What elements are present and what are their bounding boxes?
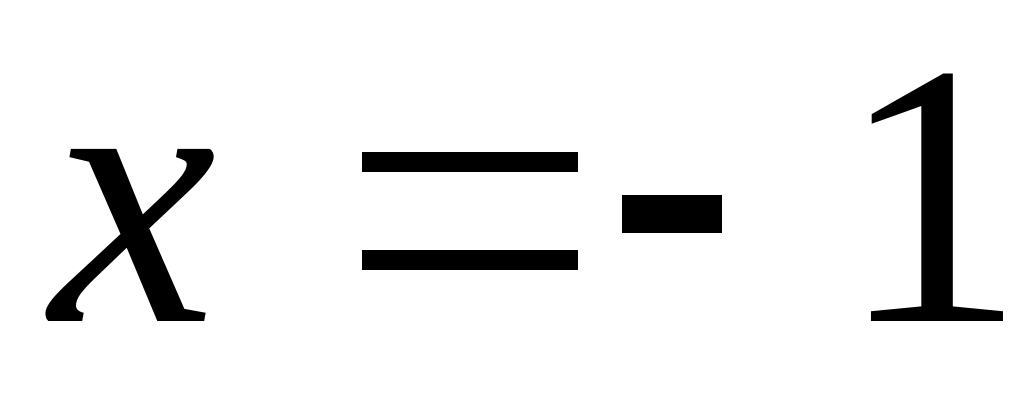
minus-sign — [622, 195, 722, 233]
value-one: 1 — [838, 0, 1024, 403]
variable-x: x — [50, 0, 217, 403]
equals-bottom-bar — [362, 250, 578, 270]
equals-top-bar — [362, 152, 578, 172]
